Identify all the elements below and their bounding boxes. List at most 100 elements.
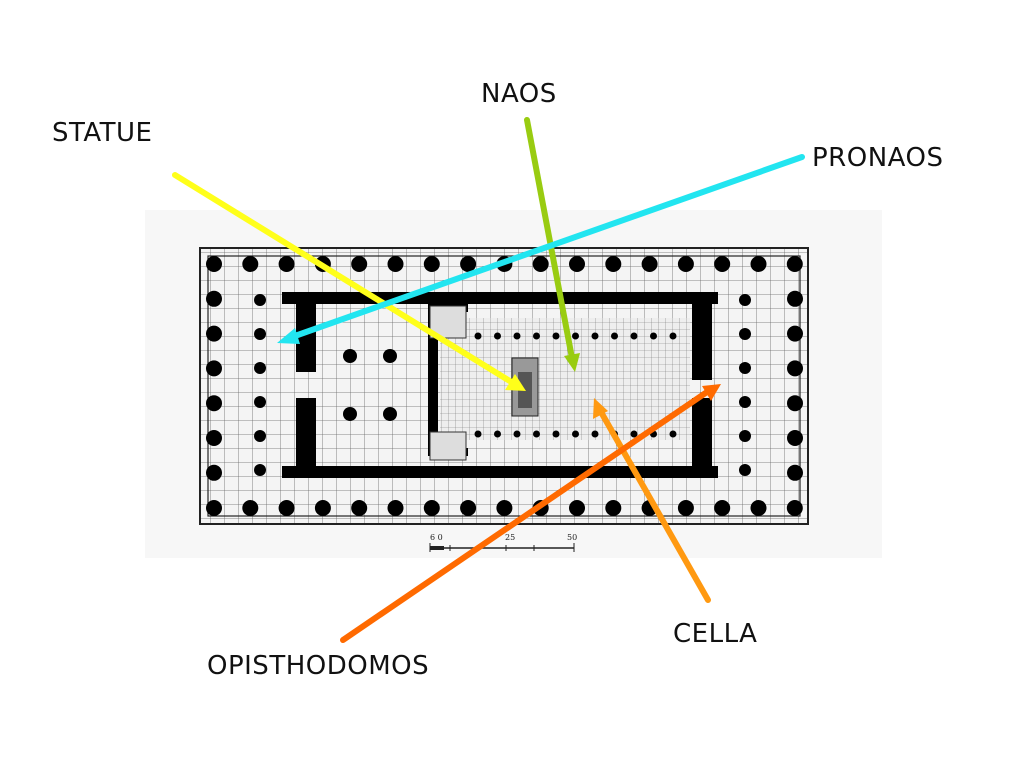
statue-arrow-line bbox=[172, 172, 516, 386]
scale-tick-50: 50 bbox=[567, 533, 577, 542]
interior-column bbox=[533, 430, 540, 438]
naos-floor bbox=[440, 318, 690, 440]
interior-column bbox=[474, 332, 482, 340]
opisthodomos-column bbox=[383, 407, 397, 421]
peristyle-column bbox=[677, 500, 694, 516]
peristyle-column bbox=[787, 290, 803, 307]
interior-column bbox=[533, 332, 540, 340]
interior-column bbox=[572, 430, 579, 438]
interior-column bbox=[494, 430, 501, 438]
peristyle-column bbox=[787, 395, 803, 412]
peristyle-column bbox=[605, 256, 622, 272]
porch-column bbox=[739, 362, 751, 374]
label-statue: STATUE bbox=[52, 118, 152, 148]
porch-column bbox=[739, 464, 751, 476]
pronaos-arrow-line bbox=[289, 154, 805, 340]
interior-column bbox=[669, 332, 677, 340]
opisthodomos-arrowhead bbox=[702, 384, 721, 401]
porch-column bbox=[739, 328, 751, 340]
porch-column bbox=[254, 396, 266, 408]
porch-column bbox=[254, 464, 266, 476]
peristyle-column bbox=[569, 256, 585, 272]
cella-arrow-line bbox=[598, 409, 711, 603]
interior-column bbox=[630, 332, 638, 340]
cella-arrowhead bbox=[593, 398, 608, 419]
peristyle-column bbox=[314, 500, 331, 516]
label-opisthodomos: OPISTHODOMOS bbox=[207, 651, 429, 681]
label-naos: NAOS bbox=[481, 79, 557, 109]
interior-column bbox=[591, 430, 599, 438]
peristyle-column bbox=[787, 325, 803, 342]
peristyle-column bbox=[206, 360, 222, 377]
peristyle-column bbox=[750, 256, 767, 272]
interior-column bbox=[494, 332, 501, 340]
stair-well-bottom bbox=[429, 431, 467, 461]
scale-tick-0: 6 0 bbox=[430, 533, 443, 542]
peristyle-column bbox=[278, 256, 295, 272]
peristyle-column bbox=[641, 256, 658, 272]
interior-column bbox=[474, 430, 482, 438]
peristyle-column bbox=[787, 430, 803, 446]
peristyle-column bbox=[278, 500, 295, 516]
peristyle-column bbox=[387, 256, 404, 272]
peristyle-column bbox=[351, 500, 368, 516]
peristyle-column bbox=[496, 500, 513, 516]
peristyle-column bbox=[786, 500, 803, 516]
interior-column bbox=[513, 332, 521, 340]
stylobate-inner-edge bbox=[207, 255, 801, 517]
porch-columns bbox=[254, 294, 751, 476]
peristyle-column bbox=[242, 500, 259, 516]
peristyle-column bbox=[532, 256, 549, 272]
peristyle-column bbox=[351, 256, 368, 272]
peristyle-column bbox=[786, 256, 803, 272]
porch-column bbox=[739, 396, 751, 408]
peristyle-column bbox=[206, 395, 222, 412]
scale-bar: 6 0 25 50 bbox=[429, 533, 577, 552]
pronaos-arrowhead bbox=[277, 328, 300, 344]
interior-column bbox=[552, 430, 560, 438]
peristyle-column bbox=[714, 256, 731, 272]
scale-tick-25: 25 bbox=[505, 533, 515, 542]
porch-column bbox=[739, 430, 751, 442]
peristyle-column bbox=[787, 360, 803, 377]
label-pronaos: PRONAOS bbox=[812, 143, 943, 173]
naos-arrowhead bbox=[564, 353, 580, 372]
porch-column bbox=[254, 328, 266, 340]
opisthodomos-arrow-line bbox=[340, 389, 710, 643]
interior-column bbox=[669, 430, 677, 438]
statue-arrowhead bbox=[505, 374, 526, 391]
porch-column bbox=[254, 362, 266, 374]
porch-column bbox=[254, 294, 266, 306]
peristyle-column bbox=[605, 500, 622, 516]
peristyle-column bbox=[206, 256, 222, 272]
peristyle-column bbox=[714, 500, 731, 516]
interior-column bbox=[650, 332, 657, 340]
peristyle-columns bbox=[206, 256, 803, 516]
opisthodomos-columns bbox=[343, 349, 397, 421]
naos-arrow-line bbox=[524, 117, 575, 361]
peristyle-column bbox=[206, 290, 222, 307]
peristyle-column bbox=[387, 500, 404, 516]
peristyle-column bbox=[206, 325, 222, 342]
porch-column bbox=[254, 430, 266, 442]
opisthodomos-column bbox=[343, 349, 357, 363]
peristyle-column bbox=[460, 500, 477, 516]
porch-column bbox=[739, 294, 751, 306]
peristyle-column bbox=[569, 500, 585, 516]
interior-column bbox=[591, 332, 599, 340]
peristyle-column bbox=[423, 500, 440, 516]
opisthodomos-column bbox=[343, 407, 357, 421]
peristyle-column bbox=[750, 500, 767, 516]
peristyle-column bbox=[242, 256, 259, 272]
label-cella: CELLA bbox=[673, 619, 757, 649]
peristyle-column bbox=[206, 500, 222, 516]
peristyle-column bbox=[787, 464, 803, 481]
peristyle-column bbox=[677, 256, 694, 272]
interior-column bbox=[611, 332, 618, 340]
annotation-arrows bbox=[172, 117, 805, 643]
peristyle-column bbox=[460, 256, 477, 272]
peristyle-column bbox=[423, 256, 440, 272]
interior-column bbox=[630, 430, 638, 438]
peristyle-column bbox=[206, 464, 222, 481]
